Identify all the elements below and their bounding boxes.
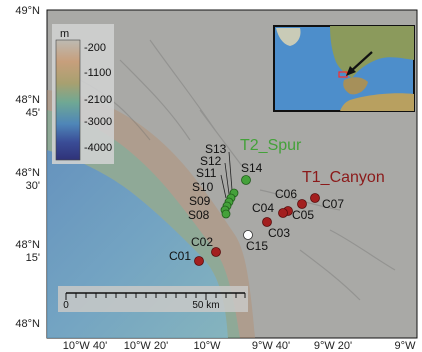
location-arrow-head bbox=[346, 66, 356, 76]
legend-tick-1: -200 bbox=[84, 42, 106, 54]
lat-tick-2a: 48°N bbox=[15, 94, 40, 106]
spur-sites: S13 S12 S14 S11 S10 S09 S08 T2_Spur bbox=[188, 137, 302, 222]
depth-legend: m -200 -1100 -2100 -3000 -4000 bbox=[52, 24, 114, 164]
lon-tick-1: 10°W 40' bbox=[63, 340, 107, 352]
location-arrow-icon bbox=[349, 51, 373, 73]
site-marker-c06 bbox=[297, 199, 307, 209]
scale-bar-ticks bbox=[65, 293, 246, 300]
site-label-c02: C02 bbox=[191, 235, 213, 249]
lat-tick-3a: 48°N bbox=[15, 167, 40, 179]
lat-tick-4a: 48°N bbox=[15, 239, 40, 251]
site-label-s14: S14 bbox=[241, 161, 263, 175]
inset-land-iberia bbox=[343, 77, 368, 95]
scale-bar-zero: 0 bbox=[63, 300, 69, 311]
site-marker-c03 bbox=[262, 217, 272, 227]
site-marker-c04 bbox=[278, 208, 288, 218]
site-label-c07: C07 bbox=[322, 197, 344, 211]
site-label-c03: C03 bbox=[268, 226, 290, 240]
site-marker-s08 bbox=[221, 209, 231, 219]
site-marker-c01 bbox=[194, 256, 204, 266]
site-label-c15: C15 bbox=[246, 239, 268, 253]
scale-bar-background bbox=[58, 286, 248, 312]
lat-tick-2b: 45' bbox=[26, 107, 40, 119]
longitude-axis: 10°W 40' 10°W 20' 10°W 9°W 40' 9°W 20' 9… bbox=[63, 340, 416, 352]
site-marker-c15 bbox=[243, 230, 253, 240]
legend-unit: m bbox=[60, 28, 69, 40]
legend-tick-3: -2100 bbox=[84, 94, 112, 106]
site-marker-c02 bbox=[211, 247, 221, 257]
site-label-c01: C01 bbox=[169, 249, 191, 263]
spur-leader-lines bbox=[220, 151, 233, 199]
site-label-c04: C04 bbox=[252, 201, 274, 215]
site-label-s08: S08 bbox=[188, 208, 210, 222]
site-label-s11: S11 bbox=[196, 166, 217, 180]
site-label-s10: S10 bbox=[192, 180, 214, 194]
lon-tick-2: 10°W 20' bbox=[124, 340, 168, 352]
legend-tick-5: -4000 bbox=[84, 142, 112, 154]
site-marker-s14 bbox=[241, 175, 251, 185]
inset-land-africa bbox=[340, 93, 414, 111]
site-label-s13: S13 bbox=[205, 142, 227, 156]
scale-bar: 0 50 km bbox=[58, 286, 248, 312]
legend-tick-4: -3000 bbox=[84, 116, 112, 128]
lon-tick-3: 10°W bbox=[193, 340, 221, 352]
lat-tick-1: 49°N bbox=[15, 5, 40, 17]
site-label-c05: C05 bbox=[292, 208, 314, 222]
lat-tick-4b: 15' bbox=[26, 252, 40, 264]
group-label-spur: T2_Spur bbox=[240, 137, 302, 154]
lon-tick-5: 9°W 20' bbox=[314, 340, 352, 352]
legend-colorbar bbox=[55, 39, 81, 161]
lat-tick-5: 48°N bbox=[15, 318, 40, 330]
lon-tick-4: 9°W 40' bbox=[252, 340, 290, 352]
inset-map bbox=[273, 25, 415, 112]
canyon-sites: C06 C07 C04 C05 C03 C15 C02 C01 T1_Canyo… bbox=[169, 169, 385, 266]
lon-tick-6: 9°W bbox=[395, 340, 417, 352]
site-marker-c07 bbox=[310, 193, 320, 203]
group-label-canyon: T1_Canyon bbox=[302, 169, 385, 186]
scale-bar-distance: 50 km bbox=[192, 300, 219, 311]
site-label-s09: S09 bbox=[189, 194, 211, 208]
latitude-axis: 49°N 48°N 45' 48°N 30' 48°N 15' 48°N bbox=[15, 5, 40, 330]
site-label-c06: C06 bbox=[275, 187, 297, 201]
mid-slope-band bbox=[47, 110, 240, 338]
legend-tick-2: -1100 bbox=[84, 67, 111, 79]
lat-tick-3b: 30' bbox=[26, 180, 40, 192]
inset-land-greenland bbox=[276, 28, 301, 46]
site-label-s12: S12 bbox=[200, 154, 222, 168]
